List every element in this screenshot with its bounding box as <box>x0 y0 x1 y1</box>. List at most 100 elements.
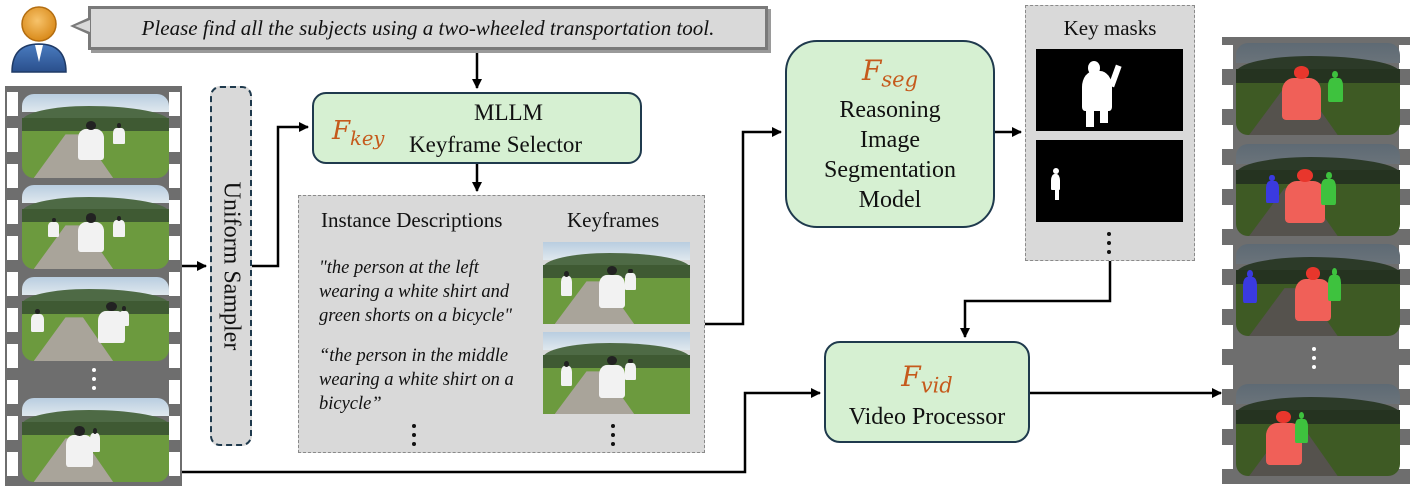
film-sprocket-hole <box>169 272 180 296</box>
key-masks-panel: Key masks <box>1025 5 1195 261</box>
film-sprocket-hole <box>1399 125 1410 149</box>
film-sprocket-hole <box>7 236 18 260</box>
film-sprocket-hole <box>1222 205 1233 229</box>
film-sprocket-hole <box>169 236 180 260</box>
arrow-panel-to-seg <box>705 127 782 326</box>
seg-label-line-1: Reasoning <box>839 96 941 123</box>
film-sprocket-hole <box>7 164 18 188</box>
video-frame-4 <box>22 398 169 482</box>
user-avatar-icon <box>11 6 67 73</box>
film-sprocket-hole <box>169 164 180 188</box>
film-sprocket-hole <box>7 272 18 296</box>
film-sprocket-hole <box>1399 245 1410 269</box>
video-frame-scene <box>1236 244 1400 336</box>
video-frame-scene <box>1236 43 1400 135</box>
film-sprocket-hole <box>7 200 18 224</box>
key-mask-2 <box>1036 140 1183 222</box>
keyframe-selector-label: Keyframe Selector <box>409 132 583 157</box>
film-sprocket-hole <box>1399 285 1410 309</box>
seg-label-line-2: Image <box>860 126 920 153</box>
input-video-film-strip <box>5 86 182 486</box>
instance-descriptions-header: Instance Descriptions <box>321 208 503 232</box>
film-sprocket-hole <box>1399 85 1410 109</box>
arrow-sampler-to-selector <box>252 122 309 268</box>
keyframe-selector-module: Fkey MLLM Keyframe Selector <box>312 92 642 164</box>
film-sprocket-hole <box>7 128 18 152</box>
film-sprocket-hole <box>1222 445 1233 469</box>
video-processor-label: Video Processor <box>848 403 1006 430</box>
descriptions-ellipsis <box>412 424 416 451</box>
film-sprocket-hole <box>169 452 180 476</box>
film-sprocket-hole <box>169 308 180 332</box>
instance-description-2: “the person in the middle wearing a whit… <box>319 346 514 414</box>
speech-bubble-tail-inner <box>75 20 90 32</box>
frames-ellipsis <box>1312 347 1316 374</box>
video-frame-scene <box>22 185 169 269</box>
frames-ellipsis <box>92 368 96 395</box>
film-sprocket-hole <box>1399 165 1410 189</box>
video-frame-4 <box>1236 384 1400 476</box>
seg-label-line-4: Model <box>858 186 922 213</box>
video-processor-module: Fvid Video Processor <box>824 341 1030 443</box>
film-sprocket-hole <box>1222 45 1233 69</box>
uniform-sampler: Uniform Sampler <box>210 86 252 446</box>
prompt-bubble: Please find all the subjects using a two… <box>88 6 768 50</box>
video-frame-1 <box>22 94 169 178</box>
film-sprocket-hole <box>169 200 180 224</box>
film-sprocket-hole <box>7 308 18 332</box>
instance-descriptions-panel: Instance Descriptions Keyframes "the per… <box>298 195 705 453</box>
video-frame-scene <box>22 398 169 482</box>
f-key-symbol: Fkey <box>332 116 385 151</box>
video-frame-scene <box>22 277 169 361</box>
film-sprocket-hole <box>7 92 18 116</box>
film-sprocket-hole <box>1399 445 1410 469</box>
uniform-sampler-label: Uniform Sampler <box>218 181 245 351</box>
keyframes-header: Keyframes <box>567 208 660 232</box>
film-sprocket-hole <box>1399 45 1410 69</box>
keyframe-image-2 <box>543 332 690 414</box>
f-seg-symbol: Fseg <box>861 54 919 92</box>
film-sprocket-hole <box>1399 325 1410 349</box>
keyframes-ellipsis <box>611 424 615 451</box>
prompt-text: Please find all the subjects using a two… <box>141 15 715 40</box>
mllm-label: MLLM <box>474 100 543 125</box>
f-vid-symbol: Fvid <box>901 360 953 398</box>
film-sprocket-hole <box>7 452 18 476</box>
video-frame-scene <box>543 332 690 414</box>
video-frame-3 <box>1236 244 1400 336</box>
film-sprocket-hole <box>7 344 18 368</box>
arrow-video-to-vid <box>182 388 821 474</box>
film-sprocket-hole <box>1222 85 1233 109</box>
film-sprocket-hole <box>7 416 18 440</box>
film-sprocket-hole <box>169 92 180 116</box>
film-sprocket-hole <box>1399 405 1410 429</box>
video-frame-1 <box>1236 43 1400 135</box>
film-sprocket-hole <box>1399 205 1410 229</box>
film-sprocket-hole <box>169 128 180 152</box>
film-sprocket-hole <box>169 380 180 404</box>
video-frame-3 <box>22 277 169 361</box>
film-sprocket-hole <box>1399 365 1410 389</box>
film-sprocket-hole <box>1222 365 1233 389</box>
video-frame-2 <box>22 185 169 269</box>
film-sprocket-hole <box>1222 125 1233 149</box>
output-video-film-strip <box>1222 37 1410 484</box>
video-frame-2 <box>1236 144 1400 236</box>
key-masks-header: Key masks <box>1063 16 1157 40</box>
keyframe-image-1 <box>543 242 690 324</box>
video-frame-scene <box>22 94 169 178</box>
film-sprocket-hole <box>169 416 180 440</box>
key-mask-1 <box>1036 49 1183 131</box>
arrow-masks-to-vid <box>960 261 1112 338</box>
video-frame-scene <box>1236 384 1400 476</box>
key-masks-ellipsis <box>1107 232 1111 259</box>
video-frame-scene <box>1236 144 1400 236</box>
seg-label-line-3: Segmentation <box>824 156 956 183</box>
film-sprocket-hole <box>1222 285 1233 309</box>
film-sprocket-hole <box>1222 165 1233 189</box>
video-frame-scene <box>543 242 690 324</box>
instance-description-1: "the person at the left wearing a white … <box>319 258 513 326</box>
film-sprocket-hole <box>1222 405 1233 429</box>
reasoning-segmentation-module: Fseg Reasoning Image Segmentation Model <box>785 40 995 228</box>
